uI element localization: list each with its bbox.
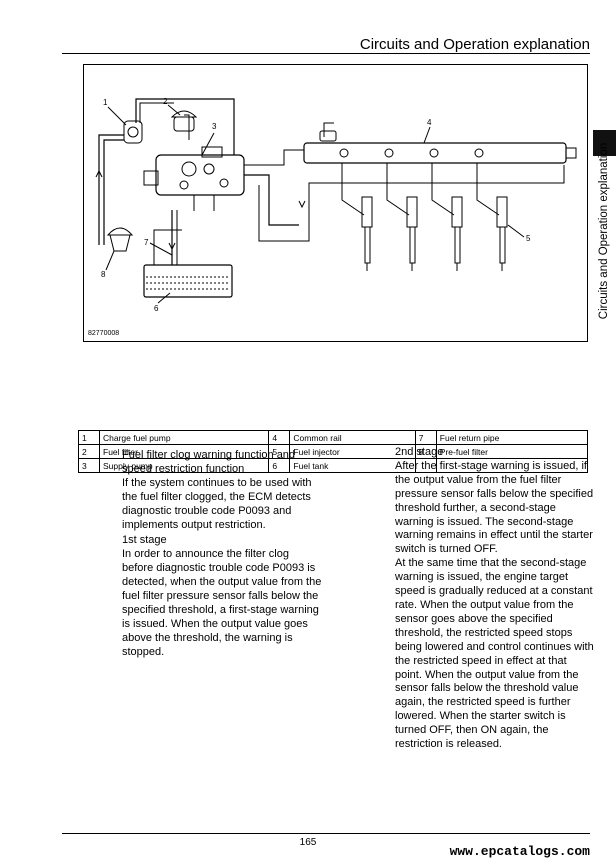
footer-rule — [62, 833, 590, 834]
fuel-injector-icon — [451, 196, 463, 271]
legend-number: 3 — [78, 458, 100, 473]
legend-label — [435, 458, 589, 473]
header-rule — [62, 53, 590, 54]
table-row: 2 Fuel filter 5 Fuel injector 8 Pre-fuel… — [78, 444, 589, 459]
intro-paragraph: If the system continues to be used with … — [122, 476, 312, 531]
stage2-paragraph: After the first-stage warning is issued,… — [395, 459, 594, 556]
pre-fuel-filter-icon — [106, 227, 134, 252]
section-tab-marker — [593, 130, 616, 156]
callout-1: 1 — [103, 98, 108, 107]
page-number: 165 — [299, 837, 317, 848]
legend-label: Supply pump — [98, 458, 270, 473]
table-row: 1 Charge fuel pump 4 Common rail 7 Fuel … — [78, 430, 589, 445]
section-heading: Fuel filter clog warning function and — [122, 449, 296, 461]
legend-number: 4 — [268, 430, 291, 445]
charge-fuel-pump-icon — [123, 120, 143, 144]
legend-number: 6 — [268, 458, 291, 473]
legend-number: 2 — [78, 444, 100, 459]
page-header-title: Circuits and Operation explanation — [359, 36, 590, 53]
fuel-tank-icon — [143, 264, 233, 298]
watermark-text: www.epcatalogs.com — [449, 844, 590, 859]
stage1-title: 1st stage — [122, 534, 167, 547]
fuel-system-diagram: 1 2 3 4 5 6 7 8 82770008 — [83, 64, 588, 342]
callout-5: 5 — [526, 234, 531, 243]
section-heading: speed restriction function — [122, 462, 245, 475]
callout-8: 8 — [101, 270, 106, 279]
supply-pump-icon — [143, 146, 245, 211]
figure-code: 82770008 — [88, 330, 120, 337]
stage2-title: 2nd stage — [395, 446, 444, 458]
fuel-injector-icon — [496, 196, 508, 271]
callout-2: 2 — [163, 97, 168, 106]
section-tab-label: Circuits and Operation explanation — [598, 142, 610, 320]
callout-4: 4 — [427, 118, 432, 127]
table-row: 3 Supply pump 6 Fuel tank — [78, 458, 589, 473]
legend-label: Common rail — [289, 430, 416, 445]
rail-sensor-icon — [319, 130, 337, 142]
legend-number: 7 — [414, 430, 437, 445]
stage2-paragraph: At the same time that the second-stage w… — [395, 557, 594, 751]
callout-7: 7 — [144, 238, 149, 247]
stage1-paragraph: In order to announce the filter clog bef… — [122, 548, 322, 658]
left-text-column: Fuel filter clog warning function and sp… — [122, 449, 322, 660]
parts-legend-table: 1 Charge fuel pump 4 Common rail 7 Fuel … — [78, 430, 589, 473]
fuel-system-schematic: 1 2 3 4 5 6 7 8 — [95, 97, 577, 313]
callout-6: 6 — [154, 304, 159, 313]
fuel-injector-icon — [406, 196, 418, 271]
fuel-injector-icon — [361, 196, 373, 271]
legend-label: Fuel tank — [289, 458, 416, 473]
legend-label: Fuel return pipe — [435, 430, 589, 445]
callout-3: 3 — [212, 122, 217, 131]
fuel-filter-icon — [170, 110, 198, 132]
right-text-column: 2nd stage After the first-stage warning … — [395, 446, 595, 752]
legend-number: 1 — [78, 430, 100, 445]
legend-label: Charge fuel pump — [98, 430, 270, 445]
